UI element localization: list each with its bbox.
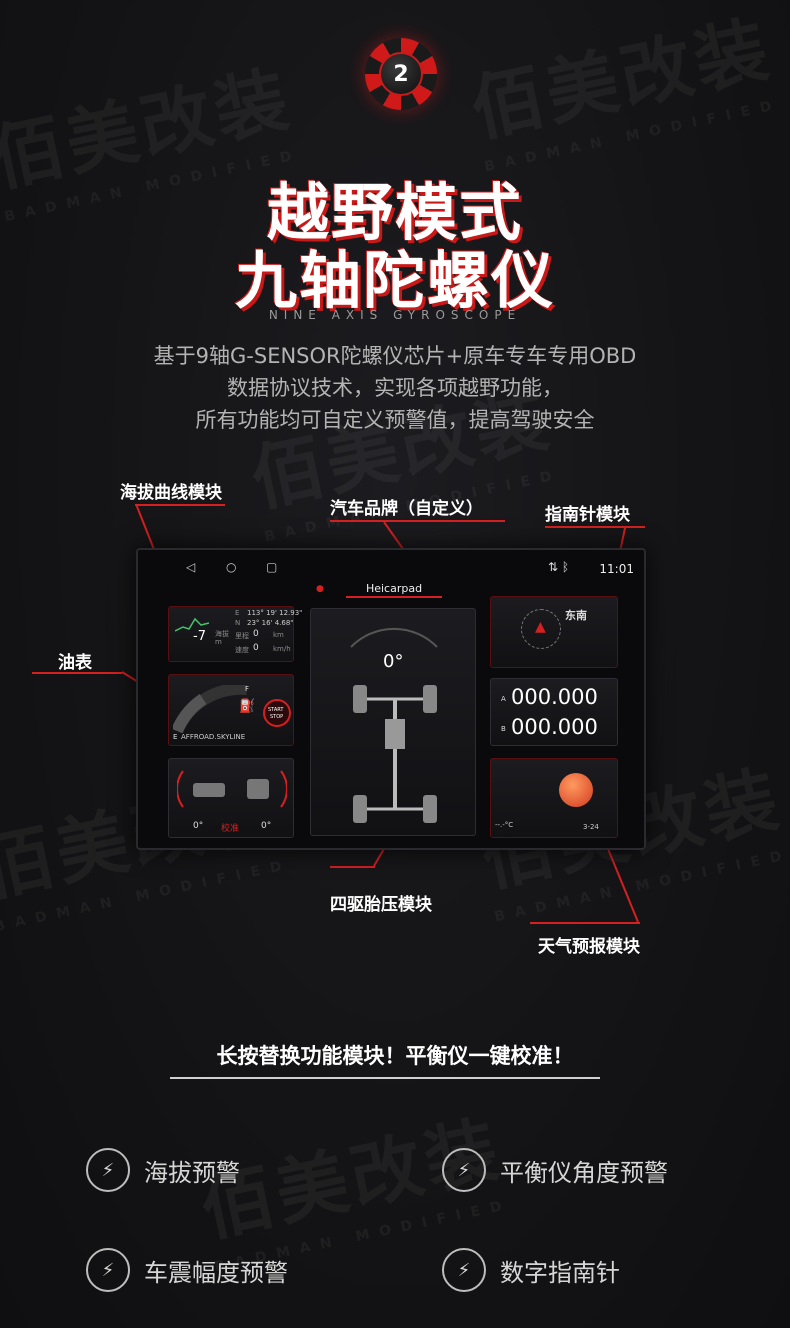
weather-date: 3-24 xyxy=(583,823,599,831)
feature-altitude-warning: ⚡ 海拔预警 xyxy=(86,1148,240,1192)
altitude-unit: m xyxy=(215,638,222,646)
longitude-label: E xyxy=(235,609,240,617)
callout-line xyxy=(530,922,640,924)
tire-pressure-module[interactable]: 0° xyxy=(310,608,476,836)
car-plate[interactable]: Heicarpad xyxy=(346,582,442,598)
alarm-icon: ⚡ xyxy=(442,1148,486,1192)
callout-line xyxy=(330,520,505,522)
feature-label: 平衡仪角度预警 xyxy=(500,1158,668,1187)
latitude-label: N xyxy=(235,619,241,627)
tpms-a-label: A xyxy=(501,695,506,703)
status-icons: ⇅ ᛒ xyxy=(548,560,570,574)
description-line: 基于9轴G-SENSOR陀螺仪芯片+原车专车专用OBD xyxy=(153,344,637,368)
alarm-icon: ⚡ xyxy=(86,1248,130,1292)
tpms-b-value: 000.000 xyxy=(511,715,598,739)
description-line: 数据协议技术，实现各项越野功能， xyxy=(227,376,563,400)
back-icon[interactable]: ◁ xyxy=(186,560,196,574)
tilt-module[interactable]: 0° 校准 0° xyxy=(168,758,294,838)
tagline: 长按替换功能模块！平衡仪一键校准！ xyxy=(216,1044,574,1068)
compass-module[interactable]: ▲ 东南 xyxy=(490,596,618,668)
compass-direction: 东南 xyxy=(565,609,587,622)
callout-pointer xyxy=(603,841,639,923)
chassis-icon xyxy=(353,685,437,823)
callout-line xyxy=(330,866,375,868)
altitude-curve-icon xyxy=(175,617,210,632)
title-line-2: 九轴陀螺仪 xyxy=(234,244,555,317)
weather-module[interactable]: --.-°C 3-24 xyxy=(490,758,618,838)
alarm-icon: ⚡ xyxy=(86,1148,130,1192)
feature-label: 海拔预警 xyxy=(144,1158,240,1187)
subtitle-en: NINE AXIS GYROSCOPE xyxy=(268,308,522,322)
altitude-value: -7 xyxy=(193,629,206,644)
fuel-module[interactable]: F ⛽ E AFFROAD.SKYLINE START STOP xyxy=(168,674,294,746)
longitude-value: 113° 19' 12.93" xyxy=(247,609,303,617)
head-unit-screen: ◁ ○ ▢ ⇅ ᛒ 11:01 Heicarpad ● -7 海拔 m E 11… xyxy=(136,548,646,850)
compass-needle-icon: ▲ xyxy=(535,619,546,635)
fuel-pump-icon: ⛽ xyxy=(239,699,256,714)
feature-label: 数字指南针 xyxy=(500,1258,620,1287)
speed-value: 0 xyxy=(253,643,259,653)
feature-balance-angle-warning: ⚡ 平衡仪角度预警 xyxy=(442,1148,668,1192)
home-icon[interactable]: ○ xyxy=(226,560,237,574)
callout-compass: 指南针模块 xyxy=(545,505,630,525)
latitude-value: 23° 16' 4.68" xyxy=(247,619,294,627)
recent-apps-icon[interactable]: ▢ xyxy=(266,560,278,574)
fuel-full-label: F xyxy=(245,685,250,693)
callout-line xyxy=(545,526,645,528)
feature-label: 车震幅度预警 xyxy=(144,1258,288,1287)
fuel-gauge xyxy=(173,685,248,733)
mileage-unit: km xyxy=(273,631,284,639)
callout-line xyxy=(135,504,225,506)
compass-dial xyxy=(521,609,561,649)
center-angle: 0° xyxy=(383,651,404,672)
mic-icon: ● xyxy=(316,584,324,594)
callout-plate: 汽车品牌（自定义） xyxy=(330,499,483,519)
tpms-b-label: B xyxy=(501,725,506,733)
fuel-brand: AFFROAD.SKYLINE xyxy=(181,733,246,741)
mileage-value: 0 xyxy=(253,629,259,639)
tagline-underline xyxy=(170,1077,600,1079)
callout-fuel: 油表 xyxy=(58,653,92,673)
fuel-empty-label: E xyxy=(173,733,178,741)
calibrate-button[interactable]: 校准 xyxy=(221,824,240,834)
tilt-left: 0° xyxy=(193,821,204,831)
status-bar: ◁ ○ ▢ ⇅ ᛒ 11:01 xyxy=(138,550,644,584)
callout-line xyxy=(32,672,122,674)
mileage-label: 里程 xyxy=(235,632,249,640)
start-stop-button[interactable]: START STOP xyxy=(263,699,291,727)
stop-label: STOP xyxy=(270,714,284,720)
clock: 11:01 xyxy=(599,562,634,576)
speed-label: 速度 xyxy=(235,646,249,654)
step-number: 2 xyxy=(379,52,423,96)
angle-arc xyxy=(350,627,438,648)
alarm-icon: ⚡ xyxy=(442,1248,486,1292)
callout-weather: 天气预报模块 xyxy=(538,937,640,957)
weather-temp: --.-°C xyxy=(495,821,514,829)
car-side-icon xyxy=(177,770,287,808)
feature-digital-compass: ⚡ 数字指南针 xyxy=(442,1248,620,1292)
title-line-1: 越野模式 xyxy=(266,176,523,249)
altitude-module[interactable]: -7 海拔 m E 113° 19' 12.93" N 23° 16' 4.68… xyxy=(168,606,302,662)
feature-vibration-warning: ⚡ 车震幅度预警 xyxy=(86,1248,288,1292)
description: 基于9轴G-SENSOR陀螺仪芯片+原车专车专用OBD 数据协议技术，实现各项越… xyxy=(0,340,790,436)
start-label: START xyxy=(268,707,284,713)
description-line: 所有功能均可自定义预警值，提高驾驶安全 xyxy=(195,408,595,432)
sun-icon xyxy=(559,773,593,807)
callout-altitude: 海拔曲线模块 xyxy=(120,483,222,503)
tilt-right: 0° xyxy=(261,821,272,831)
step-badge: 2 xyxy=(365,38,437,110)
speed-unit: km/h xyxy=(273,645,291,653)
callout-tire: 四驱胎压模块 xyxy=(330,895,432,915)
tpms-digits-module[interactable]: A 000.000 B 000.000 xyxy=(490,678,618,746)
altitude-label: 海拔 xyxy=(215,630,229,638)
tpms-a-value: 000.000 xyxy=(511,685,598,709)
